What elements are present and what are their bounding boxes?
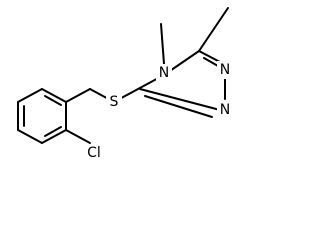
bond-ring-to-chloro-carbon xyxy=(65,129,91,144)
bond-ring-bottom-left xyxy=(17,129,43,144)
atom-text-n2: N xyxy=(220,102,230,118)
benzene-ring xyxy=(17,88,67,144)
side-chain-bonds xyxy=(65,88,139,144)
atom-label-nitrogen-4: N xyxy=(156,64,172,82)
bond-c5-n1-double xyxy=(203,57,219,67)
atom-label-nitrogen-2: N xyxy=(217,101,233,119)
bond-ring-inner-bottom xyxy=(44,126,62,137)
atom-label-chlorine: Cl xyxy=(83,144,105,162)
atom-text-n4: N xyxy=(159,65,169,81)
bond-c5-n1 xyxy=(198,50,221,63)
molecule-structure-diagram: N N N S Cl xyxy=(17,7,233,162)
atom-text-s: S xyxy=(110,94,119,110)
bond-ring-to-methylene xyxy=(65,88,91,103)
atom-label-sulfur: S xyxy=(106,93,122,111)
bond-n2-c3-double xyxy=(144,95,213,118)
bond-ring-bottom-right xyxy=(41,129,67,144)
bond-n4-methyl xyxy=(160,23,165,65)
bond-ring-top-left xyxy=(17,88,43,103)
bond-c5-methyl xyxy=(198,7,229,52)
methyl-bonds xyxy=(160,7,229,65)
atom-label-nitrogen-1: N xyxy=(217,61,233,79)
atom-text-cl: Cl xyxy=(87,145,101,161)
bond-n2-c3 xyxy=(139,88,221,111)
atom-text-n1: N xyxy=(220,62,230,78)
bond-ring-inner-top xyxy=(44,95,62,106)
bond-ring-top-right xyxy=(41,88,67,103)
triazole-ring xyxy=(137,50,226,118)
